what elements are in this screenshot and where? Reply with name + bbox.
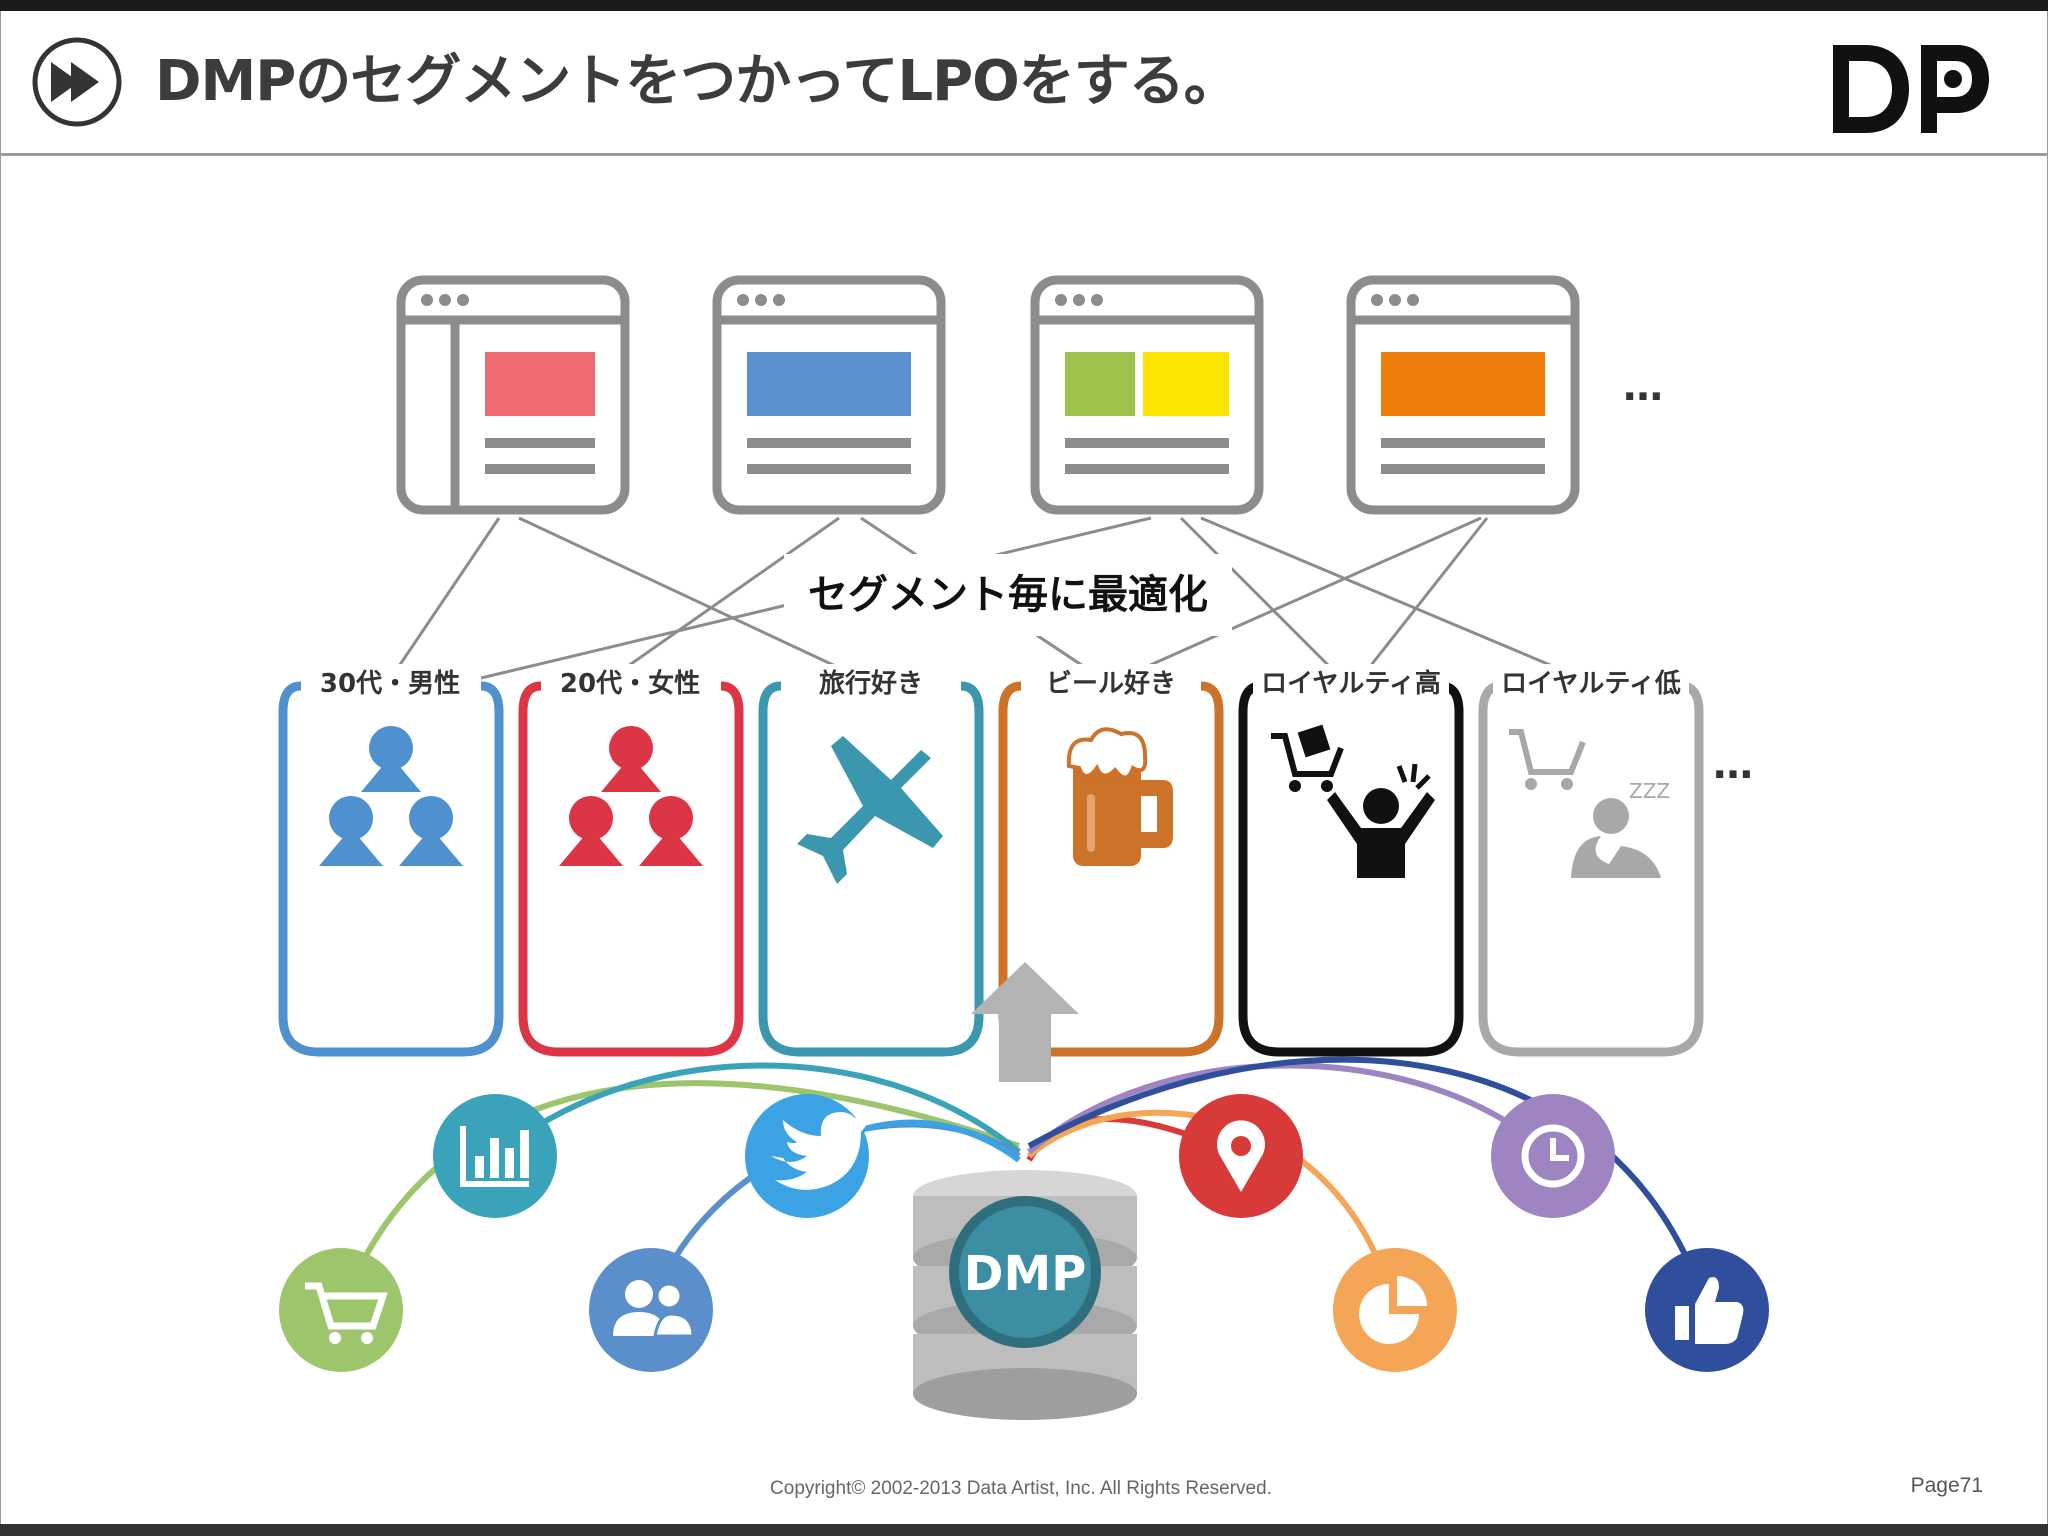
landing-page-split [1030,275,1264,515]
connection-line [1200,516,1582,680]
top-border [0,0,2048,11]
airplane-icon [797,736,943,884]
people-group-icon [559,726,703,866]
clock-icon [1491,1094,1615,1218]
copyright-text: Copyright© 2002-2013 Data Artist, Inc. A… [770,1478,1272,1499]
dmp-label: DMP [964,1246,1087,1302]
connection-lines [389,516,1582,680]
page-number: Page71 [1910,1474,1983,1497]
up-arrow-icon [971,962,1079,1082]
sleepy-shopper-icon: ZZZ [1509,729,1670,878]
segment-card-loyalty-low: ZZZ [1478,681,1704,1057]
segment-label-30s-male: 30代・男性 [307,664,473,704]
zzz-text: ZZZ [1629,779,1670,803]
segment-label-travel: 旅行好き [801,664,941,704]
people-group-icon [319,726,463,866]
pie-chart-icon [1333,1248,1457,1372]
connection-line [518,516,862,680]
connection-line [610,516,840,680]
landing-page-sidebar [396,275,630,515]
banner-block [1143,352,1229,416]
landing-page-orange [1346,275,1580,515]
landing-page-wide [712,275,946,515]
beer-mug-icon [1066,727,1173,866]
optimize-label: セグメント毎に最適化 [784,554,1232,636]
more-pages-ellipsis: … [1623,364,1666,410]
twitter-bird-icon [745,1094,869,1218]
connection-line [1359,517,1489,679]
banner-block [1065,352,1135,416]
play-arrow-icon [32,37,122,127]
map-pin-icon [1179,1094,1303,1218]
banner-block [485,352,595,416]
company-logo [1833,45,1989,133]
thumbs-up-icon [1645,1248,1769,1372]
slide-title: DMPのセグメントをつかってLPOをする。 [155,49,1240,114]
people-icon [589,1248,713,1372]
segment-label-loyalty-low: ロイヤルティ低 [1493,664,1689,704]
banner-block [1381,352,1545,416]
connection-line [389,517,501,679]
segment-label-loyalty-high: ロイヤルティ高 [1253,664,1449,704]
more-segments-ellipsis: … [1713,742,1756,788]
lpo-diagram: ZZZ [278,275,1769,1420]
banner-block [747,352,911,416]
segment-label-beer: ビール好き [1033,664,1189,704]
segment-card-30s-male [278,681,504,1057]
slide-header: DMPのセグメントをつかってLPOをする。 [0,11,2048,156]
cart-icon [279,1248,403,1372]
bar-chart-icon [433,1094,557,1218]
excited-shopper-icon [1271,724,1435,878]
segment-card-travel [758,681,984,1057]
connection-line [1179,516,1343,680]
slide-content: ZZZ [0,156,2048,1524]
segment-label-20s-female: 20代・女性 [547,664,713,704]
segment-card-20s-female [518,681,744,1057]
connection-line [1120,516,1482,680]
segment-card-beer [998,681,1224,1057]
dmp-database-icon: DMP [913,1170,1137,1420]
segment-card-loyalty-high [1238,681,1464,1057]
bottom-border [0,1524,2048,1536]
